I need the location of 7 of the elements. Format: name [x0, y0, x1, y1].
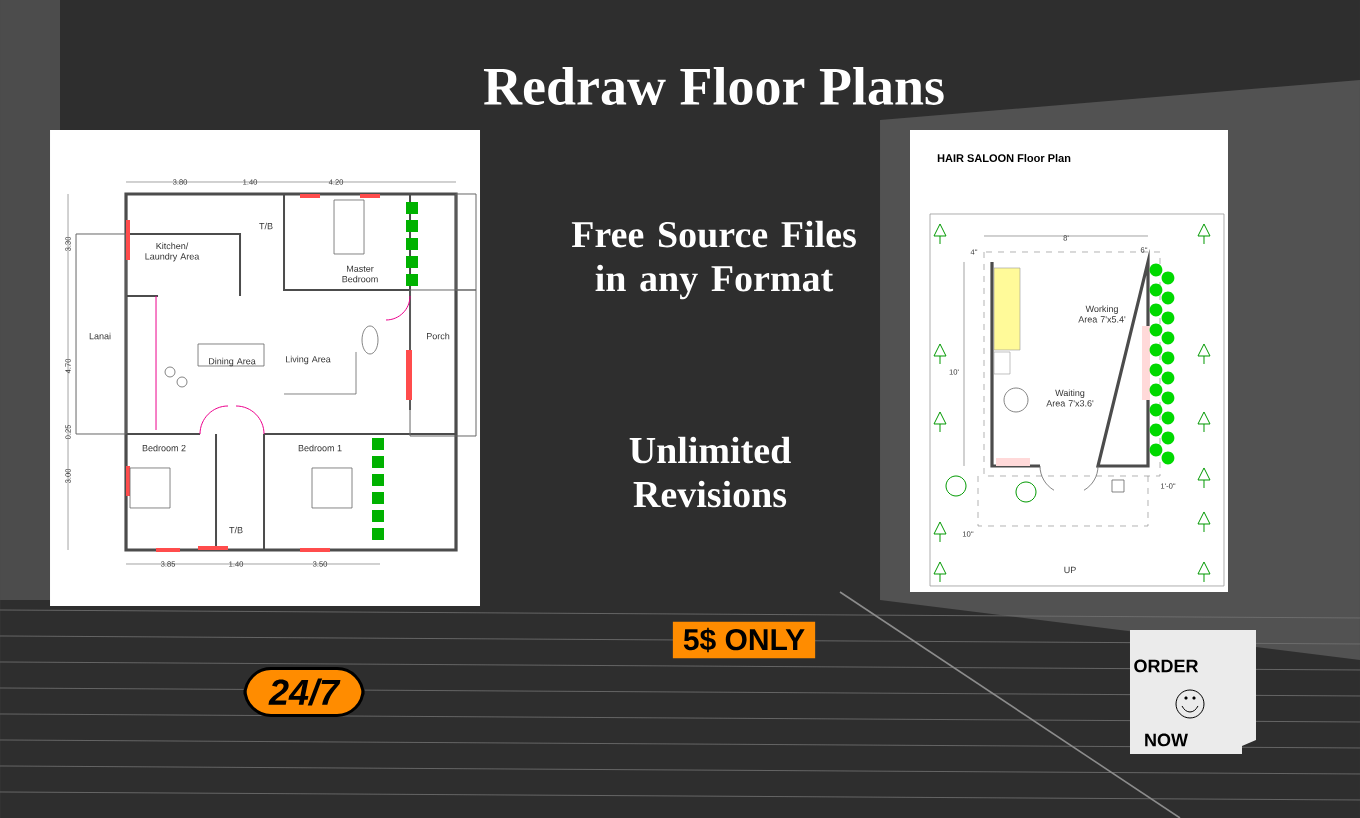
- diagram-title: Redraw Floor Plans: [483, 66, 944, 105]
- tagline: Unlimited Revisions: [629, 436, 791, 508]
- tagline: Free Source Files in any Format: [571, 220, 856, 300]
- price-badge: 5$ ONLY: [672, 621, 816, 659]
- sticker-text: ORDER: [1134, 659, 1199, 673]
- sticker-text: NOW: [1145, 733, 1188, 747]
- hours-badge: 24/7: [243, 667, 365, 717]
